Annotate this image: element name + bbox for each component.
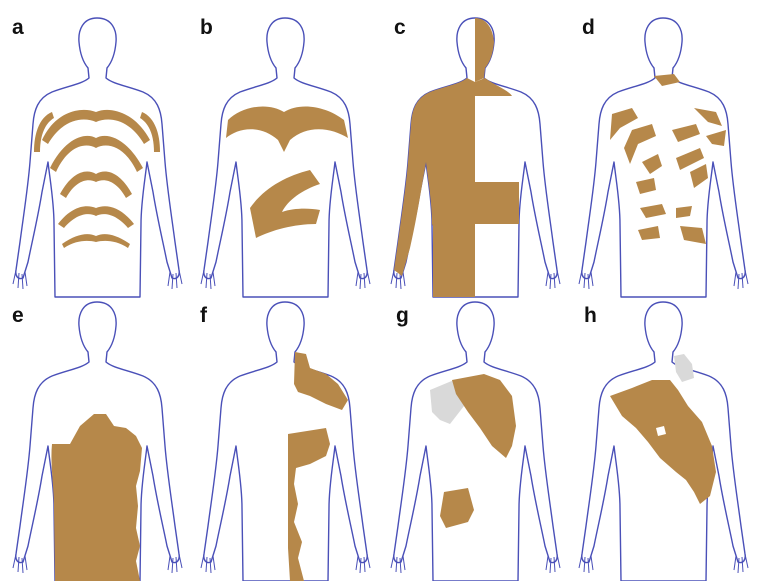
panel-a: a — [12, 16, 182, 297]
panel-label-c: c — [394, 16, 406, 39]
panel-f: f — [200, 302, 370, 581]
panel-label-f: f — [200, 304, 208, 327]
panel-d: d — [579, 16, 748, 297]
panel-g: g — [391, 302, 560, 581]
panel-e: e — [12, 302, 182, 581]
panel-b: b — [200, 16, 370, 297]
panel-c: c — [391, 16, 560, 297]
panel-label-b: b — [200, 16, 213, 39]
panel-label-h: h — [584, 304, 597, 327]
panel-label-d: d — [582, 16, 595, 39]
panel-h: h — [579, 302, 748, 581]
panel-label-g: g — [396, 304, 409, 327]
panel-label-e: e — [12, 304, 24, 327]
panel-label-a: a — [12, 16, 24, 39]
